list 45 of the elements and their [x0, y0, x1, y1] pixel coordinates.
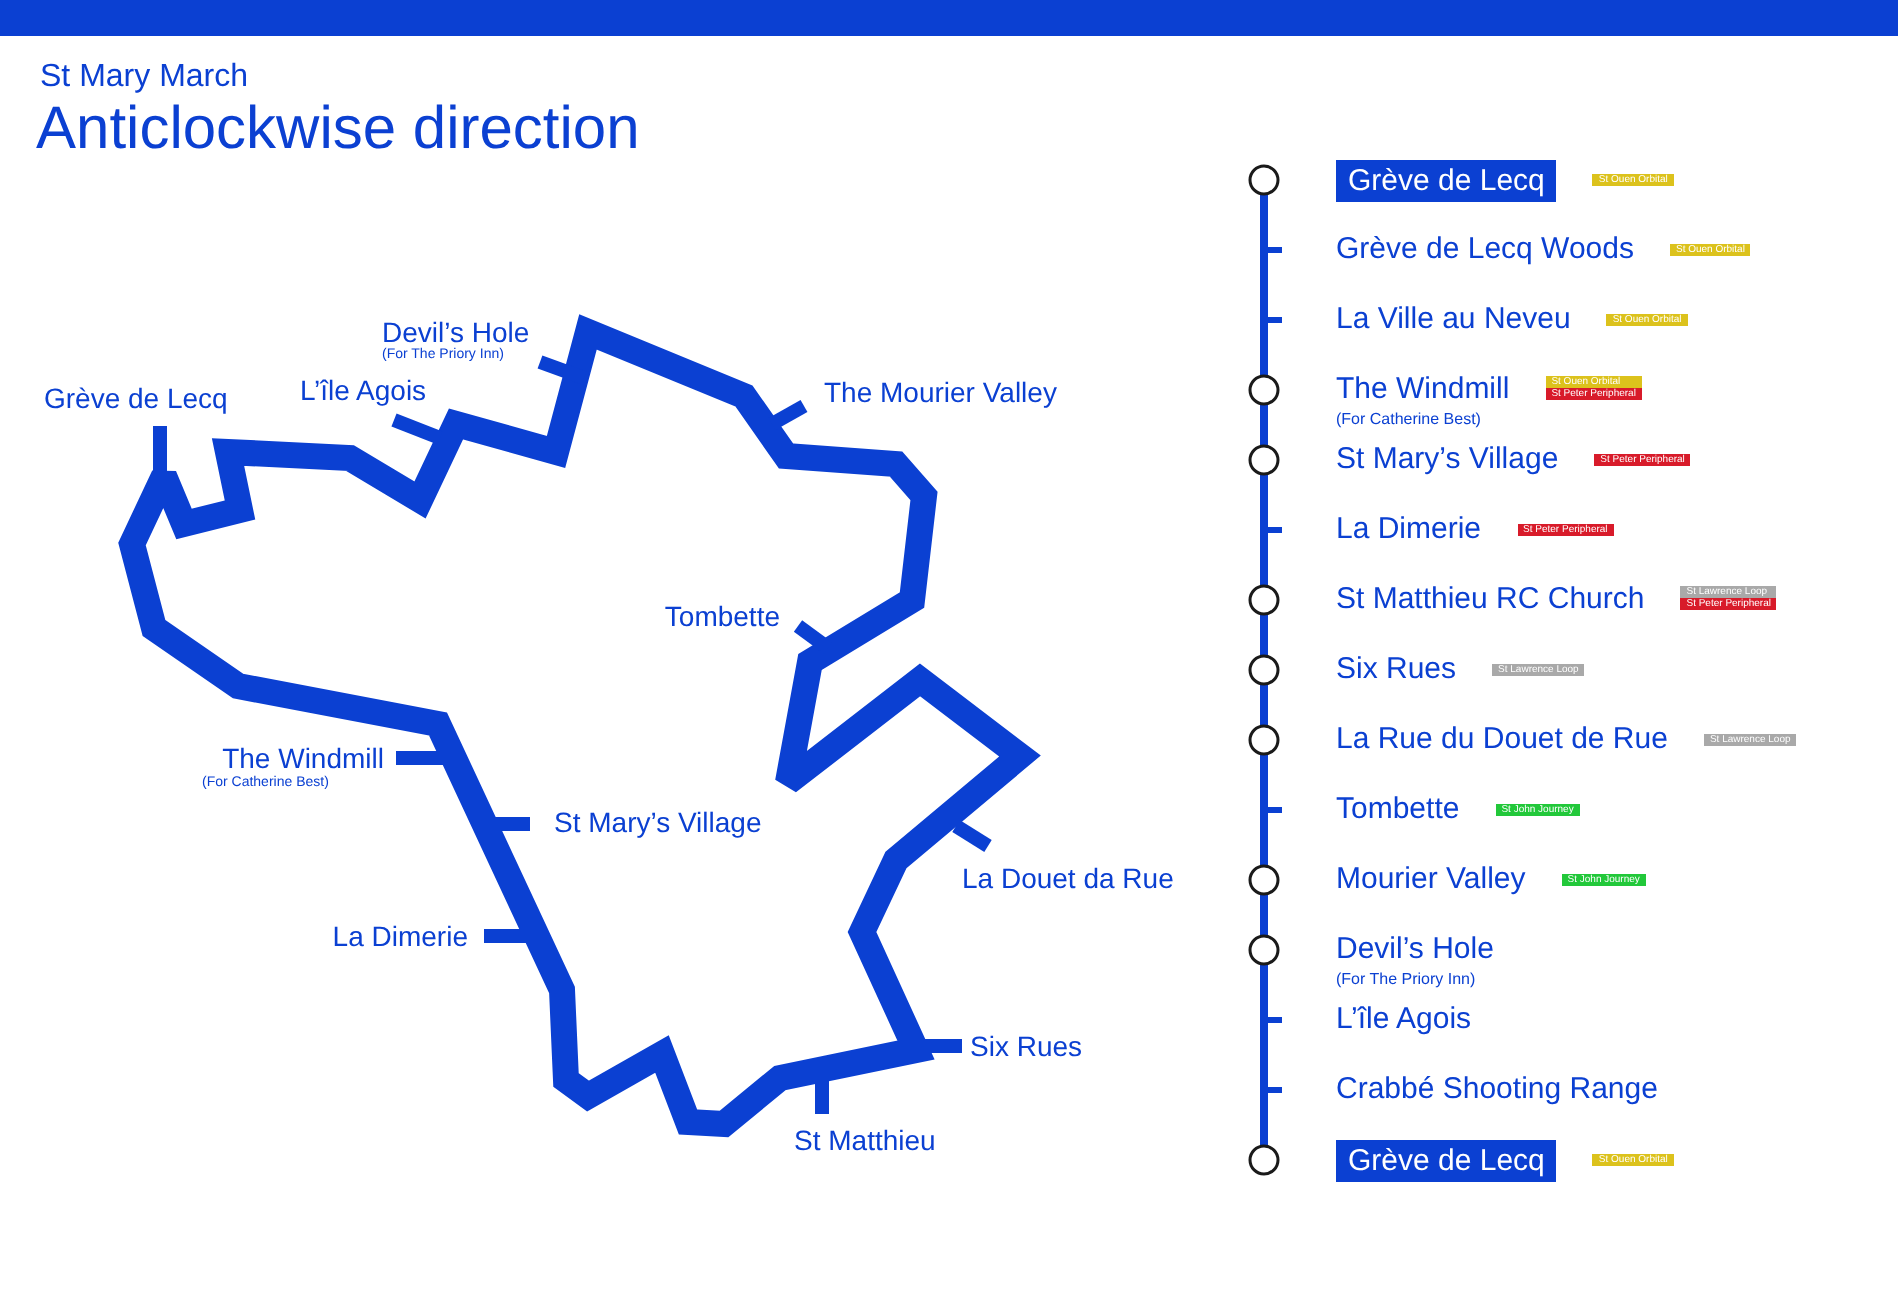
stop-name: Crabbé Shooting Range	[1336, 1070, 1658, 1110]
stop-label: La Douet da Rue	[962, 862, 1174, 894]
stop-label: St Matthieu	[794, 1124, 936, 1156]
stop-name: La Dimerie	[1336, 510, 1482, 550]
stop-label: Grève de Lecq	[44, 382, 228, 414]
stop-name: Devil’s Hole	[1336, 930, 1494, 970]
stop-label: Devil’s Hole	[382, 316, 530, 348]
route-line	[1260, 1040, 1268, 1070]
stop-name: Tombette	[1336, 790, 1460, 830]
stop-label: St Mary’s Village	[554, 806, 762, 838]
stop-name: L’île Agois	[1336, 1000, 1472, 1040]
stop-name: St Matthieu RC Church	[1336, 580, 1645, 620]
route-line	[1260, 430, 1268, 440]
route-line	[1260, 270, 1268, 300]
stop-name: La Rue du Douet de Rue	[1336, 720, 1668, 760]
top-banner	[0, 0, 1898, 36]
highlighted-stop-name: Grève de Lecq	[1336, 1140, 1557, 1182]
stop-label: Six Rues	[970, 1030, 1083, 1062]
stop-name: St Mary’s Village	[1336, 440, 1559, 480]
subtitle: St Mary March	[40, 60, 249, 96]
stop-label: La Dimerie	[332, 920, 468, 952]
stop-note: (For The Priory Inn)	[1336, 970, 1476, 990]
highlighted-stop-name: Grève de Lecq	[1336, 160, 1557, 202]
title: Anticlockwise direction	[36, 94, 640, 166]
stop-name: Grève de Lecq Woods	[1336, 230, 1634, 270]
stop-name: Six Rues	[1336, 650, 1457, 690]
stop-label: L’île Agois	[300, 374, 427, 406]
stop-name: La Ville au Neveu	[1336, 300, 1571, 340]
route-line	[1260, 990, 1268, 1000]
stop-name: The Windmill	[1336, 370, 1510, 410]
route-line	[1260, 480, 1268, 510]
route-line	[1260, 690, 1268, 720]
route-line	[1260, 550, 1268, 580]
route-line	[1260, 1110, 1268, 1140]
route-line	[1260, 900, 1268, 930]
stop-note: (For Catherine Best)	[1336, 410, 1481, 430]
route-line	[1260, 340, 1268, 370]
route-line	[1260, 620, 1268, 650]
stop-name: Mourier Valley	[1336, 860, 1526, 900]
stop-label: Tombette	[664, 600, 780, 632]
stop-label: The Windmill	[222, 742, 384, 774]
route-line	[1260, 202, 1268, 230]
route-line	[1260, 760, 1268, 790]
route-line	[1260, 830, 1268, 860]
stop-label: The Mourier Valley	[824, 376, 1057, 408]
